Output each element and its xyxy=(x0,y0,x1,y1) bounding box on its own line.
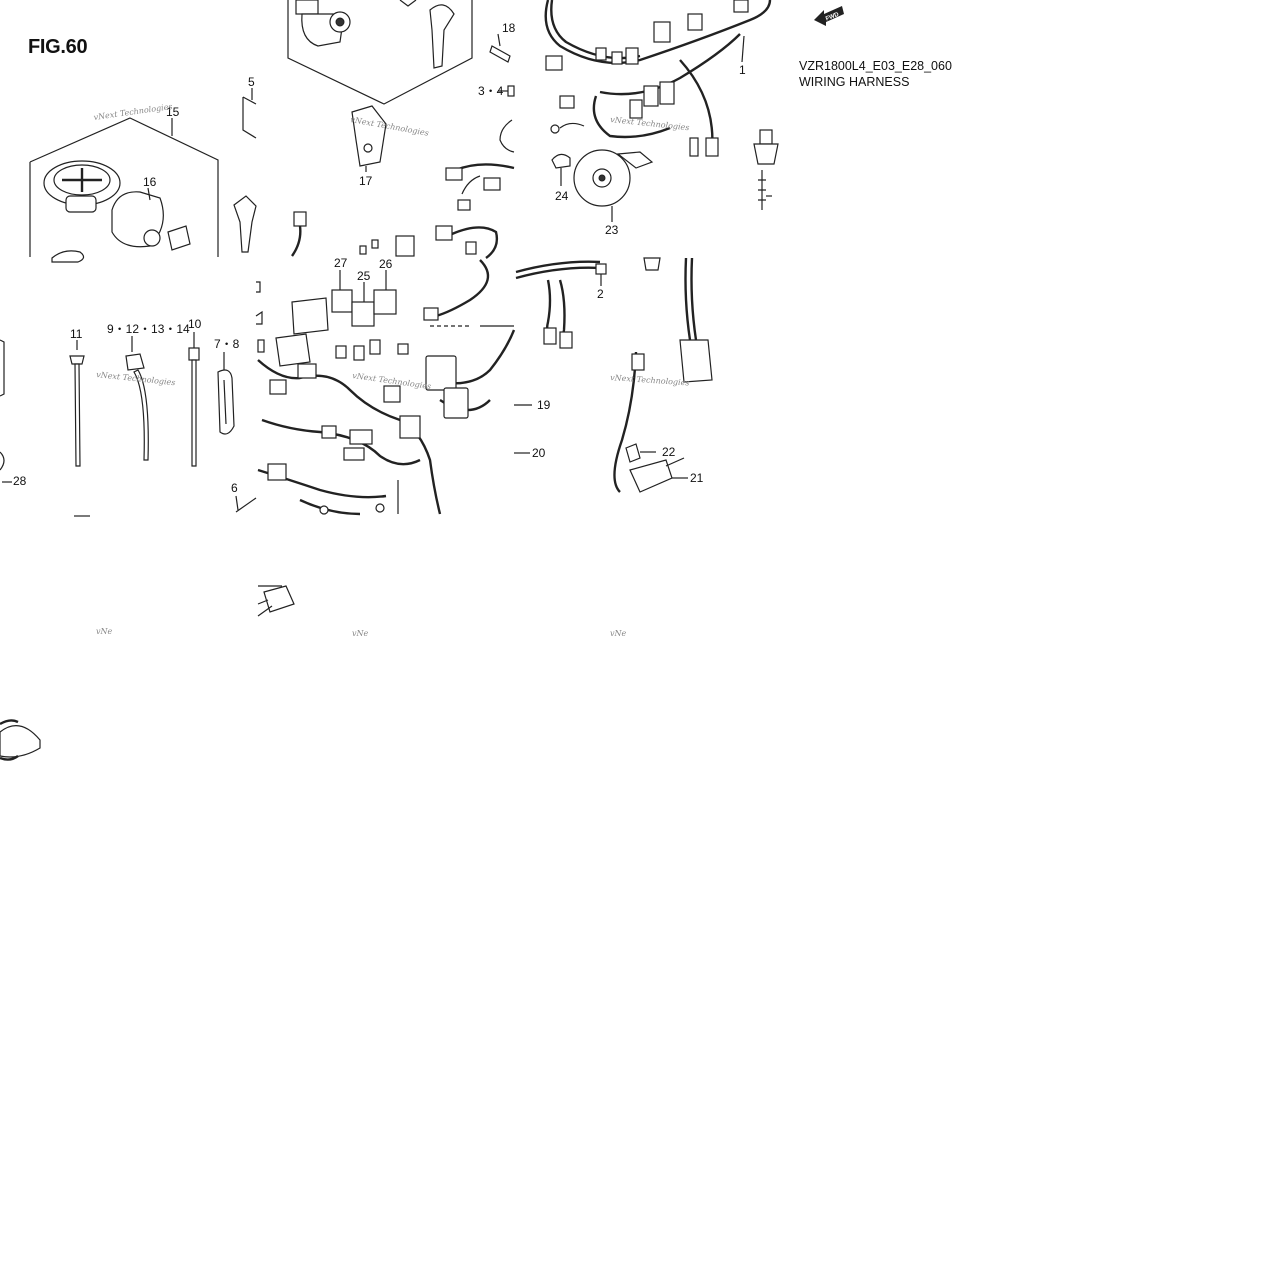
callout-16: 16 xyxy=(143,175,157,189)
tile-relays-bundle xyxy=(255,259,516,516)
callout-20: 20 xyxy=(532,446,546,460)
figure-code: VZR1800L4_E03_E28_060 xyxy=(799,59,952,73)
callout-11: 11 xyxy=(70,327,83,341)
callout-26: 26 xyxy=(379,257,393,271)
callout-28: 28 xyxy=(13,474,27,488)
watermark-3: vNext Technologies xyxy=(610,115,690,132)
watermark-8: vNe xyxy=(352,629,369,638)
callout-17: 17 xyxy=(359,174,373,188)
watermark-9: vNe xyxy=(610,629,627,638)
callout-21: 21 xyxy=(690,471,704,485)
callout-27: 27 xyxy=(334,256,348,270)
callout-15: 15 xyxy=(166,105,180,119)
callout-7-8: 7・8 xyxy=(214,337,240,351)
callout-6: 6 xyxy=(231,481,238,495)
callout-9-14: 9・12・13・14 xyxy=(107,322,190,336)
watermark-6: vNext Technologies xyxy=(610,373,690,388)
callout-19: 19 xyxy=(537,398,551,412)
fwd-arrow-icon: FWD xyxy=(814,6,844,26)
tile-main-harness-horn xyxy=(544,0,779,222)
fwd-label: FWD xyxy=(825,12,841,23)
callout-23: 23 xyxy=(605,223,619,237)
watermark-7: vNe xyxy=(96,627,113,636)
figure-title: FIG.60 xyxy=(28,36,88,58)
callout-18: 18 xyxy=(502,21,516,35)
callout-labels: 1 2 3・4 5 6 7・8 9・12・13・14 10 11 15 16 1… xyxy=(13,21,746,495)
callout-2: 2 xyxy=(597,287,604,301)
figure-caption: WIRING HARNESS xyxy=(799,75,910,89)
callout-3-4: 3・4 xyxy=(478,84,504,98)
tile-sensor-harness xyxy=(514,257,713,493)
callout-24: 24 xyxy=(555,189,569,203)
callout-25: 25 xyxy=(357,269,371,283)
tile-seat-lock xyxy=(287,0,515,259)
tile-clamps-ties xyxy=(0,332,257,517)
callout-5: 5 xyxy=(248,75,255,89)
callout-22: 22 xyxy=(662,445,676,459)
tile-ignition-switch xyxy=(29,88,257,263)
callout-1: 1 xyxy=(739,63,746,77)
callout-10: 10 xyxy=(188,317,202,331)
tile-lower-partials xyxy=(0,585,295,761)
